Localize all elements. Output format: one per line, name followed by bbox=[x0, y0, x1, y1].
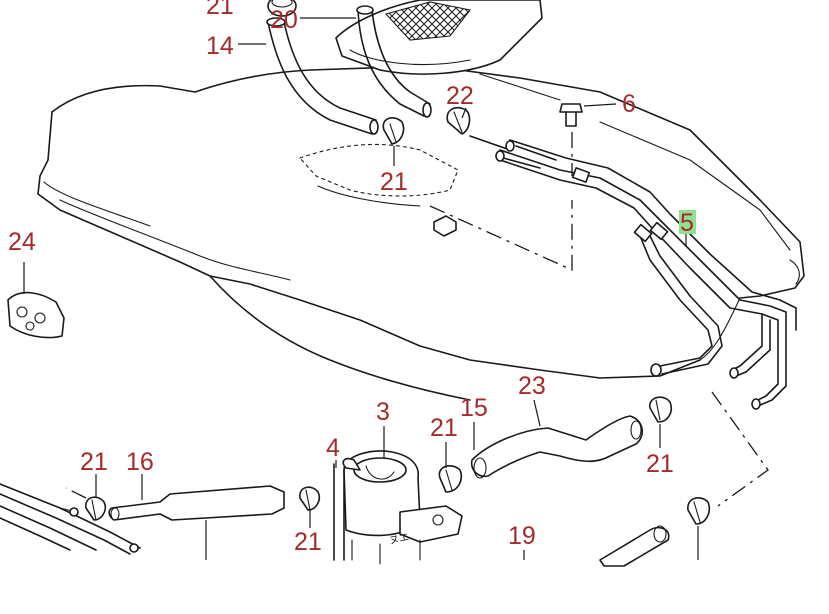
fuel-tank bbox=[37, 0, 805, 401]
svg-text:ヌエ: ヌエ bbox=[388, 532, 410, 547]
label-15[interactable]: 15 bbox=[460, 394, 488, 422]
label-22[interactable]: 22 bbox=[446, 82, 474, 110]
label-14[interactable]: 14 bbox=[206, 32, 234, 60]
clamp-22 bbox=[446, 106, 471, 135]
label-5[interactable]: 5 bbox=[680, 209, 694, 237]
bracket-4 bbox=[333, 463, 345, 561]
label-16[interactable]: 16 bbox=[126, 448, 154, 476]
lower-left-pipes bbox=[0, 483, 141, 555]
clamp-21-right bbox=[649, 396, 673, 423]
grommet-24 bbox=[7, 291, 65, 339]
part-5-highlight bbox=[679, 210, 696, 234]
label-3[interactable]: 3 bbox=[376, 398, 390, 426]
clamp-21-center bbox=[438, 465, 462, 493]
canister-3: ヌエ bbox=[342, 450, 463, 565]
label-23[interactable]: 23 bbox=[518, 372, 546, 400]
hose-14 bbox=[266, 17, 379, 135]
fuel-pipe-assembly-5 bbox=[469, 135, 797, 410]
clamp-21-bottom bbox=[299, 486, 321, 511]
hose-23 bbox=[470, 415, 643, 479]
part-labels: 21 20 14 22 6 21 5 24 3 15 23 21 21 4 21… bbox=[8, 0, 694, 556]
centerline-tank bbox=[429, 200, 573, 272]
label-21-left[interactable]: 21 bbox=[80, 448, 108, 476]
label-21-mid[interactable]: 21 bbox=[380, 168, 408, 196]
pipe-19 bbox=[599, 525, 670, 567]
label-21-bottom[interactable]: 21 bbox=[294, 528, 322, 556]
clamp-21-left bbox=[85, 496, 107, 521]
clamp-21-mid bbox=[382, 117, 405, 145]
hose-20 bbox=[356, 5, 432, 118]
label-21-right[interactable]: 21 bbox=[646, 450, 674, 478]
hose-16 bbox=[108, 485, 285, 560]
centerline-left bbox=[65, 487, 87, 499]
label-20[interactable]: 20 bbox=[270, 6, 298, 34]
clamp-lower-right bbox=[687, 497, 711, 560]
centerline-right bbox=[711, 391, 769, 507]
label-19[interactable]: 19 bbox=[508, 522, 536, 550]
label-21-top[interactable]: 21 bbox=[206, 0, 234, 20]
label-24[interactable]: 24 bbox=[8, 228, 36, 256]
clamp-21-top bbox=[267, 0, 297, 17]
label-4[interactable]: 4 bbox=[326, 434, 340, 462]
bolt-6 bbox=[559, 103, 583, 127]
leader-lines bbox=[23, 17, 687, 560]
label-6[interactable]: 6 bbox=[622, 90, 636, 118]
label-21-center[interactable]: 21 bbox=[430, 414, 458, 442]
